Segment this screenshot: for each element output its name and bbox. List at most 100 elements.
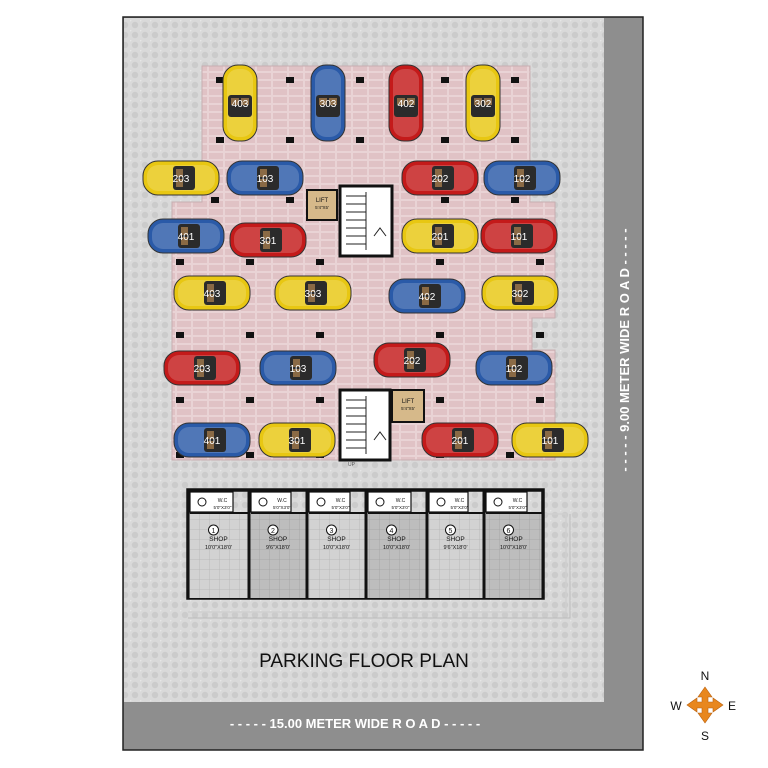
- wc-size: 5'0"X3'0": [392, 505, 410, 510]
- column: [536, 259, 544, 265]
- car-label: 102: [514, 174, 531, 185]
- shops-block: W.C5'0"X3'0"1SHOP10'0"X18'0'W.C5'0"X3'0"…: [186, 488, 571, 619]
- column: [536, 332, 544, 338]
- wc-label: W.C: [513, 498, 523, 504]
- column: [441, 137, 449, 143]
- column: [441, 77, 449, 83]
- shop-number: 3: [330, 528, 334, 535]
- wc-size: 5'0"X3'0": [273, 505, 291, 510]
- lift-1-label: LIFT: [316, 198, 329, 204]
- car-label: 201: [452, 436, 469, 447]
- car-label: 301: [260, 236, 277, 247]
- lift-2-label: LIFT: [402, 399, 415, 405]
- car-label: 401: [204, 436, 221, 447]
- car-301: 301: [258, 422, 336, 458]
- car-202: 202: [373, 342, 451, 378]
- car-label: 303: [305, 289, 322, 300]
- column: [506, 452, 514, 458]
- page-title: PARKING FLOOR PLAN: [259, 651, 469, 672]
- column: [176, 452, 184, 458]
- shop-number: 6: [507, 528, 511, 535]
- car-202: 202: [401, 160, 479, 196]
- car-201: 201: [401, 218, 479, 254]
- car-201: 201: [421, 422, 499, 458]
- stair-up-label: UP: [348, 462, 356, 468]
- column: [316, 332, 324, 338]
- shop-size: 10'0"X18'0': [323, 545, 350, 551]
- wc-label: W.C: [277, 498, 287, 504]
- shop-label: SHOP: [387, 536, 405, 543]
- shop-number: 1: [212, 528, 216, 535]
- car-203: 203: [142, 160, 220, 196]
- column: [511, 77, 519, 83]
- shop-size: 9'6"X18'0': [443, 545, 467, 551]
- car-203: 203: [163, 350, 241, 386]
- column: [246, 332, 254, 338]
- shop-size: 10'0"X18'0': [383, 545, 410, 551]
- car-401: 401: [147, 218, 225, 254]
- lift-1-size: 5'4"X5': [315, 205, 329, 210]
- car-103: 103: [226, 160, 304, 196]
- car-402: 402: [388, 64, 424, 142]
- road-label-bottom: - - - - - 15.00 METER WIDE R O A D - - -…: [230, 716, 480, 731]
- shop-number: 5: [449, 528, 453, 535]
- staircase-1: [338, 184, 394, 258]
- car-302: 302: [465, 64, 501, 142]
- car-402: 402: [388, 278, 466, 314]
- column: [176, 397, 184, 403]
- wc-size: 5'0"X3'0": [451, 505, 469, 510]
- road-bottom: [124, 702, 642, 749]
- lift-2-size: 5'4"X5': [401, 406, 415, 411]
- staircase-2: UP: [338, 388, 392, 468]
- lift-1: LIFT 5'4"X5': [306, 189, 338, 221]
- shop-label: SHOP: [327, 536, 345, 543]
- shop-size: 10'0"X18'0': [500, 545, 527, 551]
- car-label: 102: [506, 364, 523, 375]
- car-101: 101: [511, 422, 589, 458]
- car-302: 302: [481, 275, 559, 311]
- column: [286, 197, 294, 203]
- columns: [176, 77, 544, 458]
- car-101: 101: [480, 218, 558, 254]
- column: [216, 77, 224, 83]
- car-label: 201: [432, 232, 449, 243]
- wc-size: 5'0"X3'0": [332, 505, 350, 510]
- lift-2: LIFT 5'4"X5': [391, 389, 425, 423]
- column: [356, 77, 364, 83]
- column: [316, 397, 324, 403]
- car-label: 302: [512, 289, 529, 300]
- column: [246, 259, 254, 265]
- car-103: 103: [259, 350, 337, 386]
- car-label: 402: [419, 292, 436, 303]
- car-102: 102: [475, 350, 553, 386]
- car-label: 103: [290, 364, 307, 375]
- road-right: [604, 18, 642, 702]
- road-label-right: - - - - - 9.00 METER WIDE R O A D - - - …: [617, 228, 632, 471]
- shop-number: 2: [271, 528, 275, 535]
- car-label: 202: [404, 356, 421, 367]
- shop-label: SHOP: [209, 536, 227, 543]
- car-label: 303: [320, 99, 337, 110]
- column: [356, 137, 364, 143]
- shop-size: 9'6"X18'0': [266, 545, 290, 551]
- car-label: 202: [432, 174, 449, 185]
- car-label: 203: [194, 364, 211, 375]
- wc-label: W.C: [218, 498, 228, 504]
- car-303: 303: [310, 64, 346, 142]
- shop-label: SHOP: [446, 536, 464, 543]
- column: [211, 197, 219, 203]
- car-403: 403: [173, 275, 251, 311]
- shop-label: SHOP: [504, 536, 522, 543]
- car-301: 301: [229, 222, 307, 258]
- compass-north: N: [701, 669, 710, 683]
- column: [436, 397, 444, 403]
- column: [246, 397, 254, 403]
- column: [436, 332, 444, 338]
- compass-east: E: [728, 699, 736, 713]
- car-401: 401: [173, 422, 251, 458]
- car-label: 101: [511, 232, 528, 243]
